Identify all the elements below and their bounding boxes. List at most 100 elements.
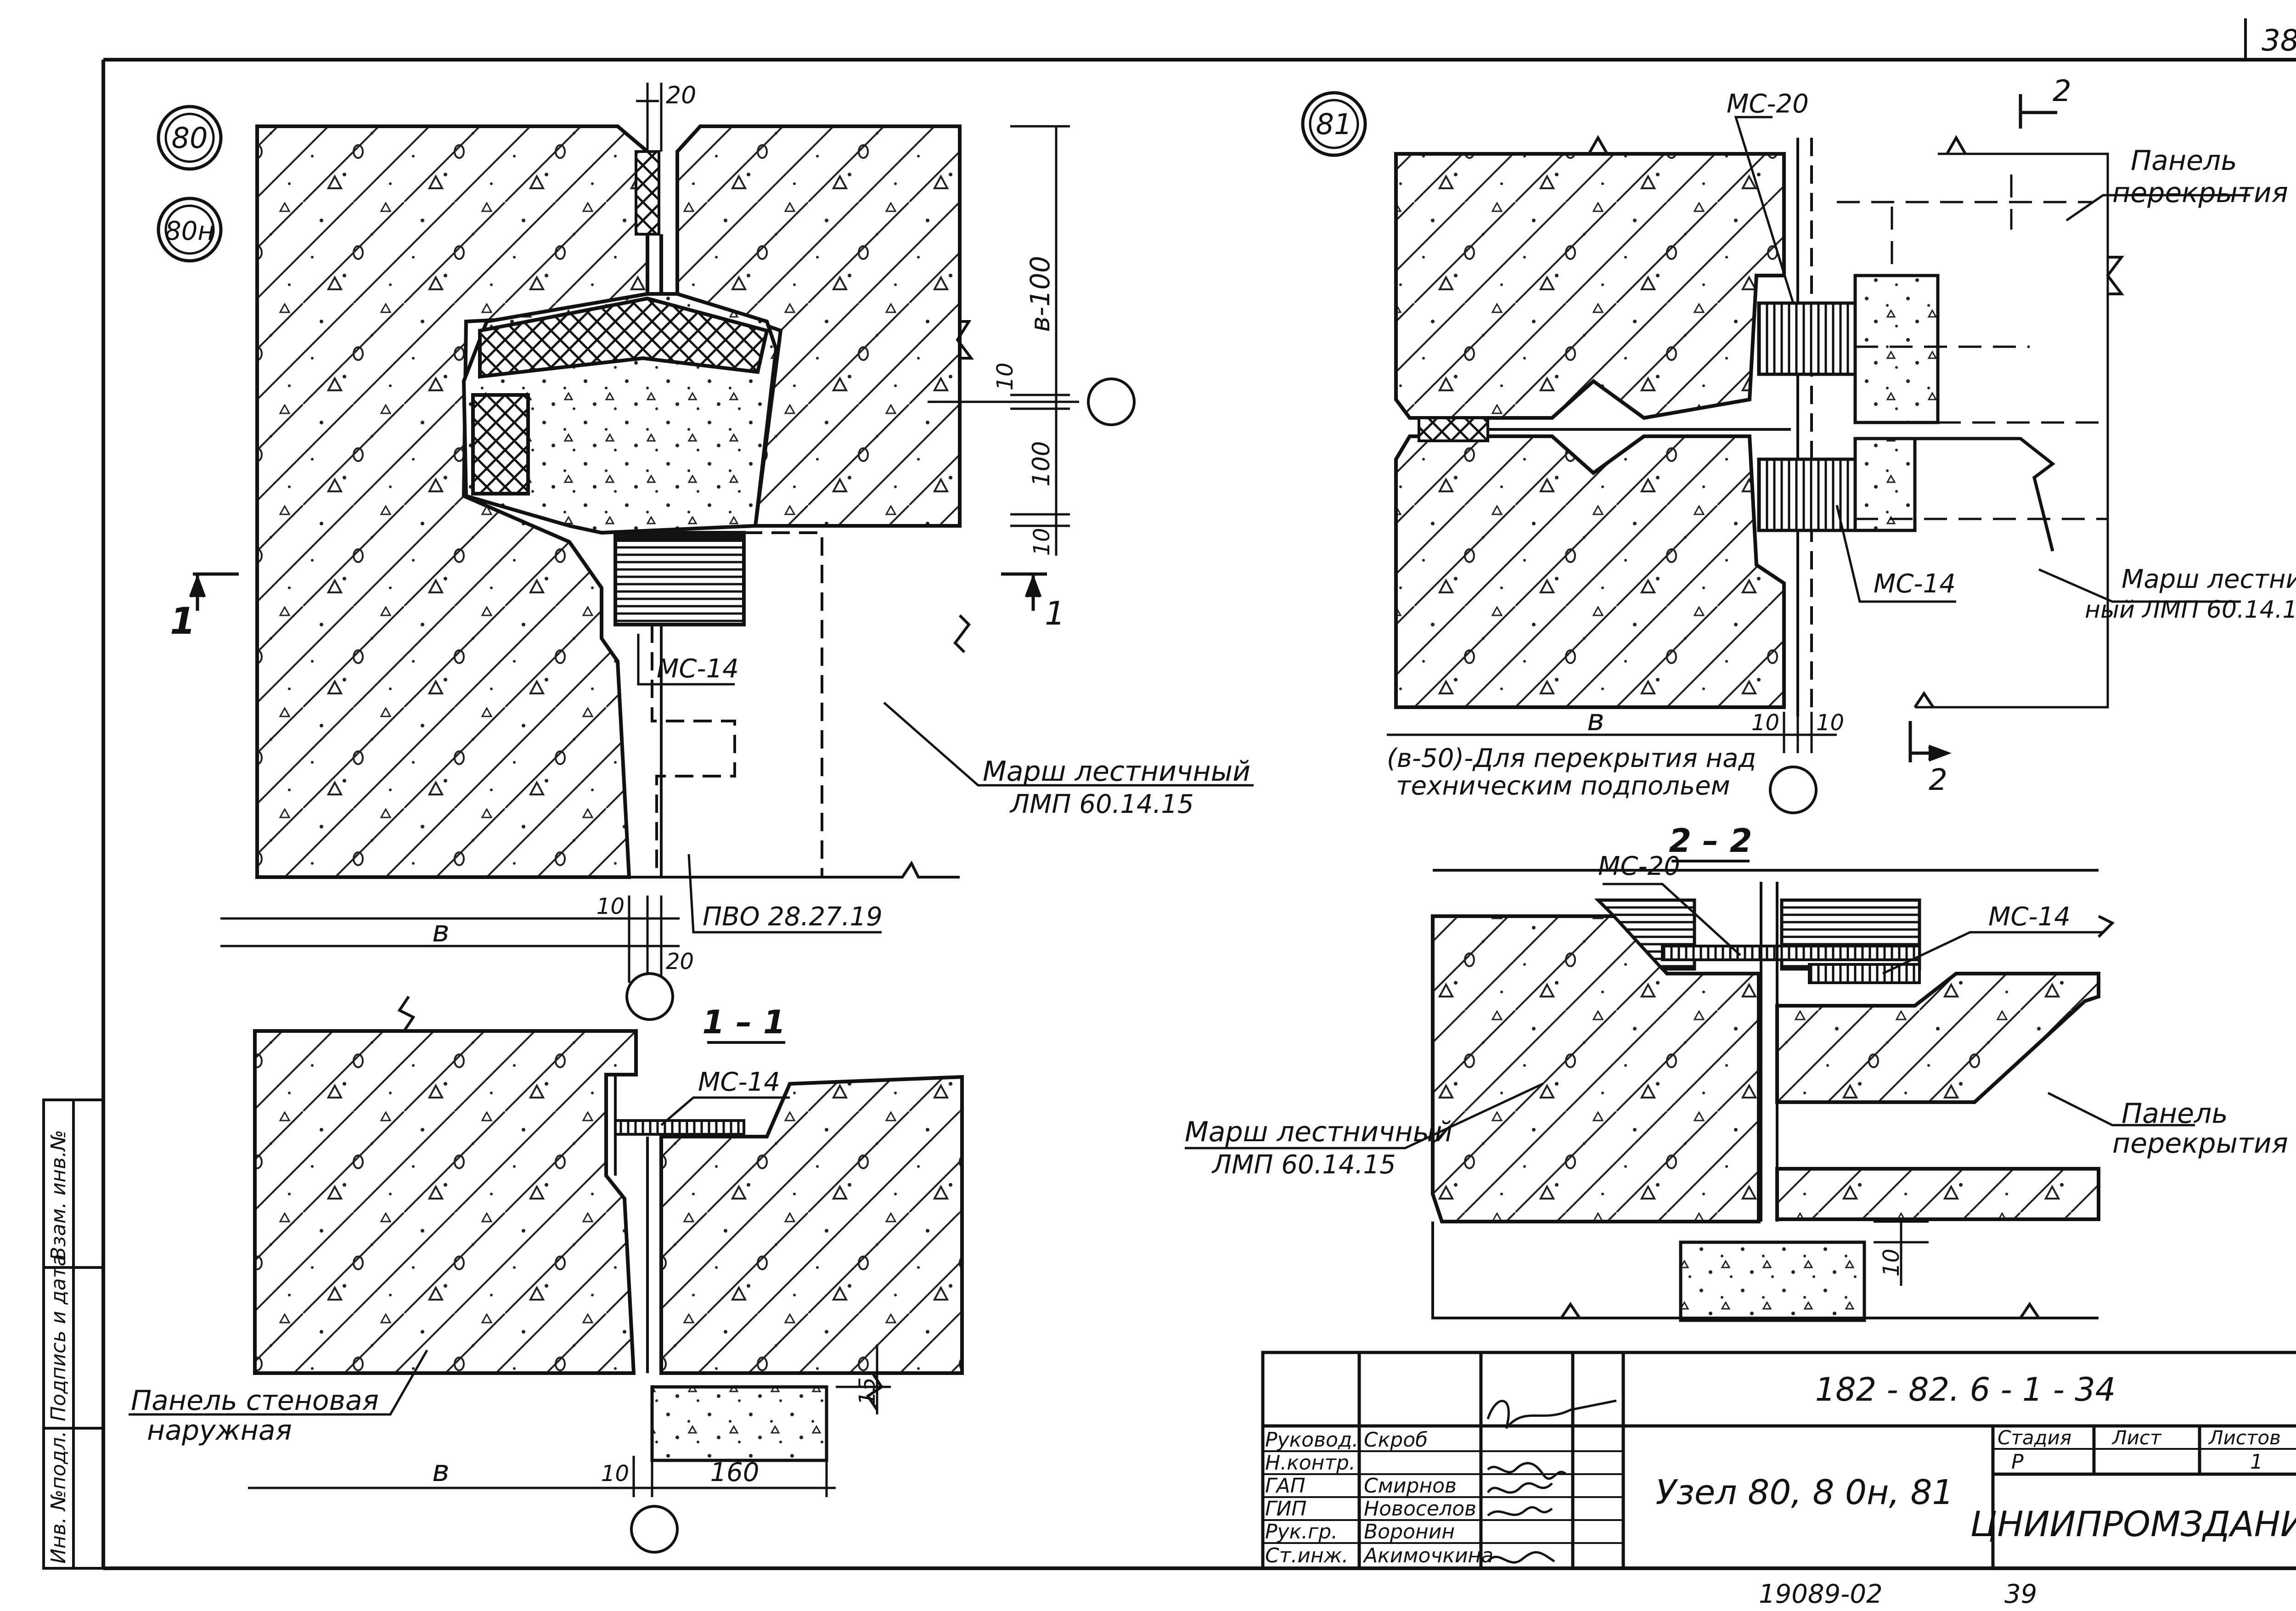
node-81-detail: 81 2 2 МС-20 МС-14 Пане (1301, 74, 2296, 814)
section-2-2-mc20: МС-20 (1598, 851, 1680, 881)
dim-10-lower: 10 (1029, 528, 1055, 556)
drawing-code: 182 - 82. 6 - 1 - 34 (1815, 1371, 2116, 1408)
axis-circle-1-1 (630, 1505, 679, 1554)
margin-cell-inv-no: Инв. №подл. (47, 1431, 70, 1564)
upper-panel-81 (1394, 152, 1786, 420)
name-1: Смирнов (1364, 1474, 1457, 1498)
section-2-2-mc14: МС-14 (1988, 902, 2071, 932)
name-2: Новоселов (1364, 1497, 1476, 1521)
section-1-1-title: 1 – 1 (702, 1003, 785, 1041)
node81-mc14: МС-14 (1874, 569, 1956, 599)
stair-flight-section-2-2 (1431, 914, 1761, 1223)
slab-end-lower (1853, 437, 1917, 532)
stair-flight-outline (651, 531, 823, 877)
node-marker-80n-label: 80н (165, 216, 214, 246)
axis-circle-80-right (1087, 377, 1136, 426)
cut-mark-2 (1908, 94, 2057, 762)
dim-20-top: 20 (666, 82, 696, 109)
stair-flight-81 (1915, 437, 2055, 552)
corner-page-number: 38 (2262, 24, 2296, 58)
node81-dim-10-left: 10 (1751, 710, 1779, 736)
role-3: ГИП (1265, 1497, 1307, 1521)
section-1-1-dim-15: 15 (855, 1377, 880, 1405)
node-80-dimensions (220, 83, 1079, 983)
section-1-1-dim-b: в (432, 1454, 450, 1488)
insulation-insert-side (471, 393, 530, 496)
section-1-1-mc14: МС-14 (698, 1067, 780, 1097)
sheets-value: 1 (2250, 1450, 2263, 1474)
node-marker-80-label: 80 (172, 121, 208, 155)
node81-stair-label-1: Марш лестнич- (2122, 564, 2296, 594)
embedded-plate-mc14 (613, 531, 746, 626)
organization-name: ЦНИИПРОМЗДАНИЙ (1970, 1504, 2296, 1544)
section-1-1: 1 – 1 МС-14 в 10 160 15 Панель стеновая … (129, 996, 964, 1554)
section-2-2: 2 – 2 МС-20 МС-14 Марш лестничный ЛМП 60… (1185, 822, 2288, 1322)
node81-dim-10-right: 10 (1816, 710, 1844, 736)
sealant-plug (635, 150, 660, 236)
axis-circle-81 (1769, 766, 1818, 814)
node80-landing-label: ПВО 28.27.19 (703, 902, 883, 932)
node81-dim-b: в (1587, 704, 1604, 738)
section-2-2-panel-label-1: Панель (2122, 1098, 2228, 1130)
left-margin-stamp (42, 1098, 105, 1570)
section-2-2-stair-label-2: ЛМП 60.14.15 (1211, 1150, 1396, 1180)
node80-stair-label-2: ЛМП 60.14.15 (1009, 789, 1194, 819)
dim-10-upper: 10 (992, 362, 1018, 390)
cut-mark-2-top: 2 (2053, 74, 2071, 108)
node80-label-mc14: МС-14 (657, 654, 739, 684)
node-marker-80 (157, 105, 223, 171)
name-3: Воронин (1364, 1520, 1455, 1543)
name-0: Скроб (1364, 1428, 1428, 1452)
section-1-1-dim-10: 10 (601, 1461, 629, 1487)
role-5: Ст.инж. (1265, 1544, 1348, 1567)
plate-mc20-upper (1757, 301, 1857, 376)
support-block-2-2 (1679, 1240, 1866, 1322)
node81-note-2: техническим подпольем (1396, 771, 1730, 801)
role-4: Рук.гр. (1265, 1520, 1338, 1543)
signatures (1486, 1399, 1617, 1564)
insulation-insert-top (478, 296, 769, 379)
support-block-1-1 (650, 1385, 828, 1462)
plate-mc14-section (614, 1119, 745, 1136)
node81-panel-label-2: перекрытия (2112, 177, 2288, 209)
role-2: ГАП (1265, 1474, 1306, 1498)
node81-mc20: МС-20 (1727, 89, 1809, 119)
node-title: Узел 80, 8 0н, 81 (1655, 1473, 1953, 1512)
node81-note-1: (в-50)-Для перекрытия над (1387, 744, 1756, 773)
wall-panel-section-1-1 (253, 1029, 638, 1375)
section-2-2-panel-label-2: перекрытия (2112, 1127, 2288, 1160)
lower-panel-81 (1394, 434, 1786, 709)
section-1-1-wall-label-2: наружная (147, 1414, 292, 1447)
section-mark-1-left: 1 (170, 600, 196, 642)
margin-cell-signature: Подпись и дата (47, 1254, 70, 1421)
node-80-detail: 80 80н (157, 82, 1254, 1021)
section-mark-1-right: 1 (1045, 595, 1065, 632)
dim-b-minus-100: в-100 (1024, 256, 1056, 332)
node81-panel-label-1: Панель (2131, 145, 2237, 177)
axis-circle-80-bottom (625, 972, 674, 1021)
role-0: Руковод. (1265, 1428, 1358, 1452)
sheets-header: Листов (2208, 1426, 2281, 1449)
bottom-number-left: 19089-02 (1759, 1579, 1883, 1609)
node-marker-81 (1301, 91, 1367, 157)
node81-stair-label-2: ный ЛМП 60.14.15 (2085, 596, 2296, 624)
dim-100: 100 (1028, 441, 1055, 486)
dim-10-bottom: 10 (597, 894, 625, 919)
floor-slab-section-2-2 (1775, 1167, 2100, 1221)
stage-header: Стадия (1998, 1426, 2071, 1449)
margin-cell-replaces: Взам. инв.№ (47, 1130, 70, 1261)
role-1: Н.контр. (1265, 1451, 1356, 1475)
section-1-1-wall-label-1: Панель стеновая (131, 1385, 379, 1417)
section-2-2-title: 2 – 2 (1669, 822, 1752, 860)
stage-value: Р (2011, 1450, 2024, 1474)
section-2-2-stair-label-1: Марш лестничный (1185, 1116, 1452, 1148)
title-block (1261, 1351, 2296, 1570)
cut-mark-2-bottom: 2 (1929, 763, 1947, 797)
dim-b-bottom: в (432, 915, 450, 949)
section-mark-1 (189, 572, 1047, 611)
node80-stair-label-1: Марш лестничный (983, 755, 1250, 788)
slab-end-upper (1853, 274, 1940, 424)
node-marker-80n (157, 197, 223, 263)
section-1-1-dim-160: 160 (710, 1458, 760, 1487)
